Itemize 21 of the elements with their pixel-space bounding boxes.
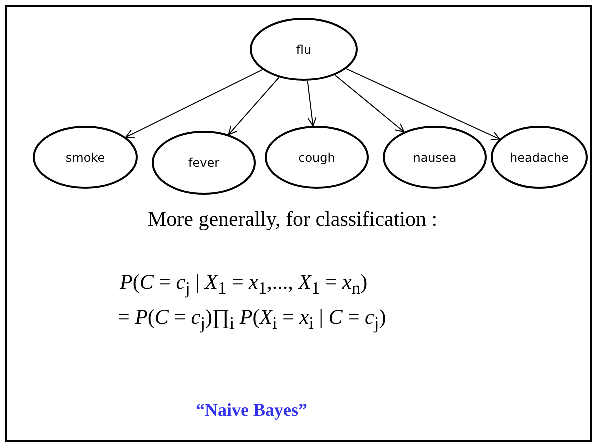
arrow [346, 68, 500, 140]
ellipse-node [33, 126, 138, 189]
node-label: flu [296, 42, 312, 56]
heading-text: More generally, for classification : [148, 207, 438, 232]
ellipse-node [491, 126, 588, 189]
formula-line: = P(C = c$_{j}$)∏$_{i}$ P(X$_{i}$ = x$_{i}$ | C = c$_{j}$) [118, 305, 386, 334]
ellipse-node [250, 18, 358, 81]
arrow [228, 77, 280, 136]
ellipse-node [265, 126, 369, 189]
node-label: smoke [66, 150, 106, 164]
quote-text: “Naive Bayes” [196, 400, 308, 421]
node-label: fever [188, 156, 220, 170]
arrow [334, 74, 405, 133]
ellipse-node [383, 126, 487, 189]
arrow [126, 69, 264, 138]
node-label: cough [298, 150, 336, 164]
arrow [307, 80, 317, 127]
node-label: nausea [413, 150, 457, 164]
node-label: headache [510, 150, 569, 164]
formula-line: P(C = c$_{j}$ | X$_{1}$ = x$_{1}$,..., X$_{1}$ = x$_{n}$) [120, 270, 368, 300]
ellipse-node [152, 131, 256, 195]
